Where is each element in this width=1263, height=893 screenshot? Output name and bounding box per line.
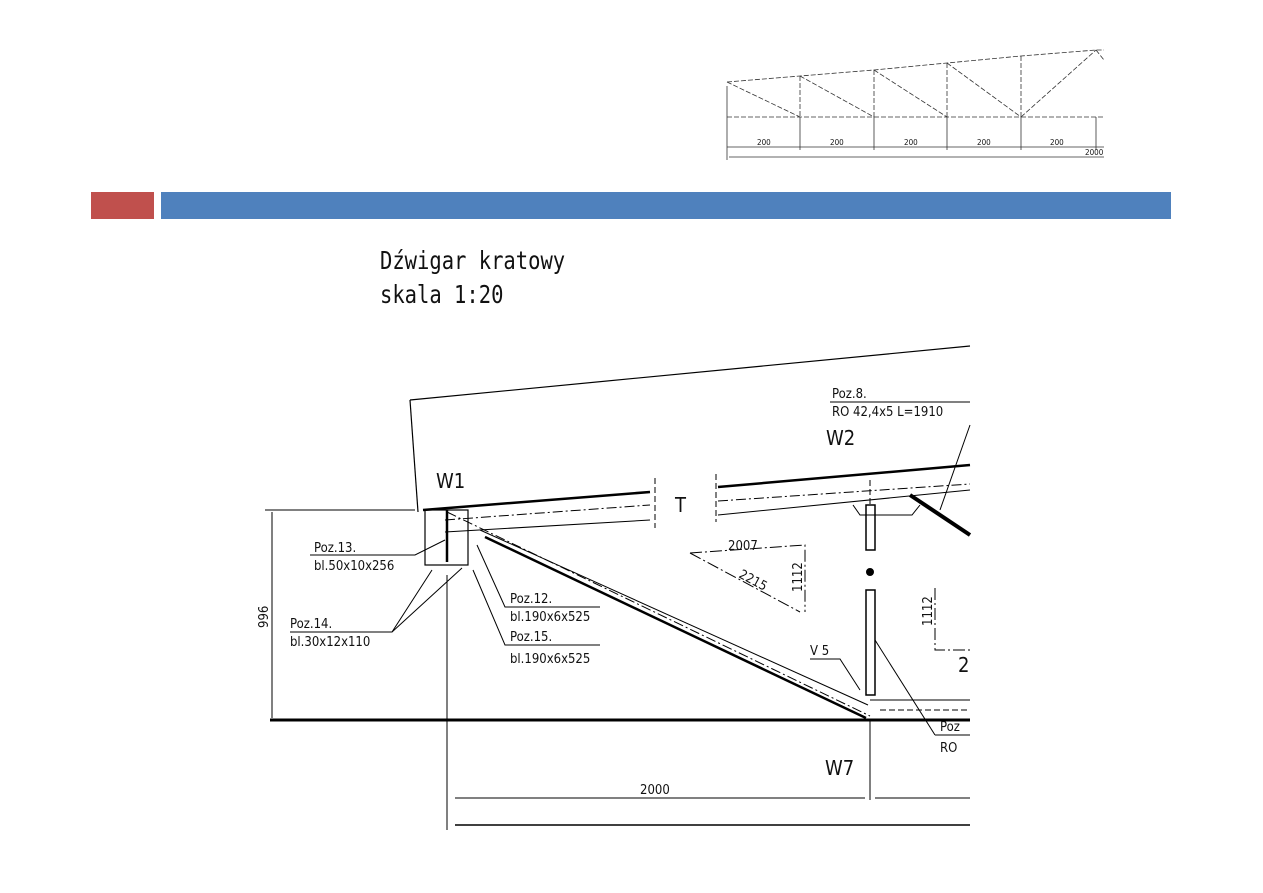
- dim-triangle-vertical: 1112: [791, 562, 806, 592]
- thumb-dim-total: 2000: [1085, 148, 1104, 157]
- thumb-dim-4: 200: [977, 138, 991, 147]
- callout-poz8-pos: Poz.8.: [832, 387, 867, 402]
- callout-poz13-spec: bl.50x10x256: [314, 559, 394, 574]
- accent-bar-red: [91, 192, 154, 219]
- callout-poz13-pos: Poz.13.: [314, 541, 356, 556]
- thumb-dim-5: 200: [1050, 138, 1064, 147]
- thumbnail-dimensions: [726, 86, 1104, 160]
- callout-poz14-pos: Poz.14.: [290, 617, 332, 632]
- accent-bar-blue: [161, 192, 1171, 219]
- callout-poz8-spec: RO 42,4x5 L=1910: [832, 405, 943, 420]
- leader-lines: [290, 401, 971, 736]
- dim-triangle2-horizontal: 2: [958, 653, 969, 677]
- section-cut-mark: T: [674, 493, 687, 517]
- node-label-w2: W2: [826, 426, 855, 450]
- callout-poz15-spec: bl.190x6x525: [510, 652, 590, 667]
- truss-geometry: [270, 345, 972, 830]
- thumb-dim-1: 200: [757, 138, 771, 147]
- node-label-w1: W1: [436, 469, 465, 493]
- dim-height: 996: [257, 606, 272, 628]
- dimension-lines: [265, 509, 970, 826]
- callout-poz15-pos: Poz.15.: [510, 630, 552, 645]
- node-label-w7: W7: [825, 756, 854, 780]
- callout-poz12-spec: bl.190x6x525: [510, 610, 590, 625]
- dim-span: 2000: [640, 783, 670, 798]
- callout-poz12-pos: Poz.12.: [510, 592, 552, 607]
- dim-triangle-hypotenuse: 2215: [736, 567, 769, 594]
- thumb-dim-3: 200: [904, 138, 918, 147]
- title-line-1: Dźwigar kratowy: [380, 246, 566, 275]
- callout-poz14-spec: bl.30x12x110: [290, 635, 370, 650]
- weld-symbol: V 5: [810, 644, 829, 659]
- callout-poz-cut-spec: RO: [940, 741, 957, 756]
- dim-triangle2-vertical: 1112: [921, 596, 936, 626]
- title-line-2: skala 1:20: [380, 280, 504, 309]
- slide-title: Dźwigar kratowy skala 1:20: [380, 244, 565, 312]
- callout-poz-cut-pos: Poz: [940, 720, 960, 735]
- thumbnail-truss: [726, 49, 1105, 118]
- dim-triangle-horizontal: 2007: [728, 539, 758, 554]
- thumb-dim-2: 200: [830, 138, 844, 147]
